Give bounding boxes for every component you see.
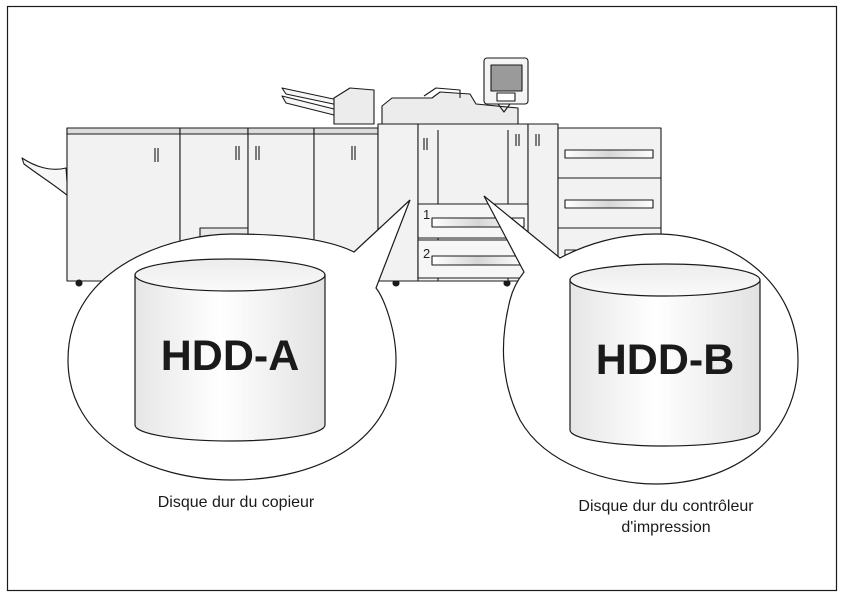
hdd-a-caption: Disque dur du copieur bbox=[157, 494, 315, 511]
exit-tray bbox=[21, 157, 69, 197]
control-panel-screen bbox=[490, 64, 523, 92]
hdd-b-caption-line-2: d'impression bbox=[621, 519, 711, 536]
hdd-b-label: HDD-B bbox=[596, 336, 735, 384]
feed-unit-tray-2-handle bbox=[564, 199, 654, 209]
scanner-unit bbox=[381, 91, 519, 125]
feed-unit-tray-1-handle bbox=[564, 149, 654, 159]
tray-number-2: 2 bbox=[423, 246, 430, 261]
document-feeder bbox=[333, 87, 375, 125]
hdd-a-label: HDD-A bbox=[161, 332, 300, 380]
hdd-a-cylinder bbox=[134, 258, 326, 442]
hdd-b-cylinder bbox=[569, 263, 761, 447]
paper-tray-2-handle bbox=[431, 255, 525, 266]
hdd-b-caption: Disque dur du contrôleur d'impression bbox=[506, 496, 826, 538]
tray-number-1: 1 bbox=[423, 207, 430, 222]
hdd-b-caption-line-1: Disque dur du contrôleur bbox=[578, 498, 754, 515]
paper-tray-1-handle bbox=[431, 217, 525, 228]
